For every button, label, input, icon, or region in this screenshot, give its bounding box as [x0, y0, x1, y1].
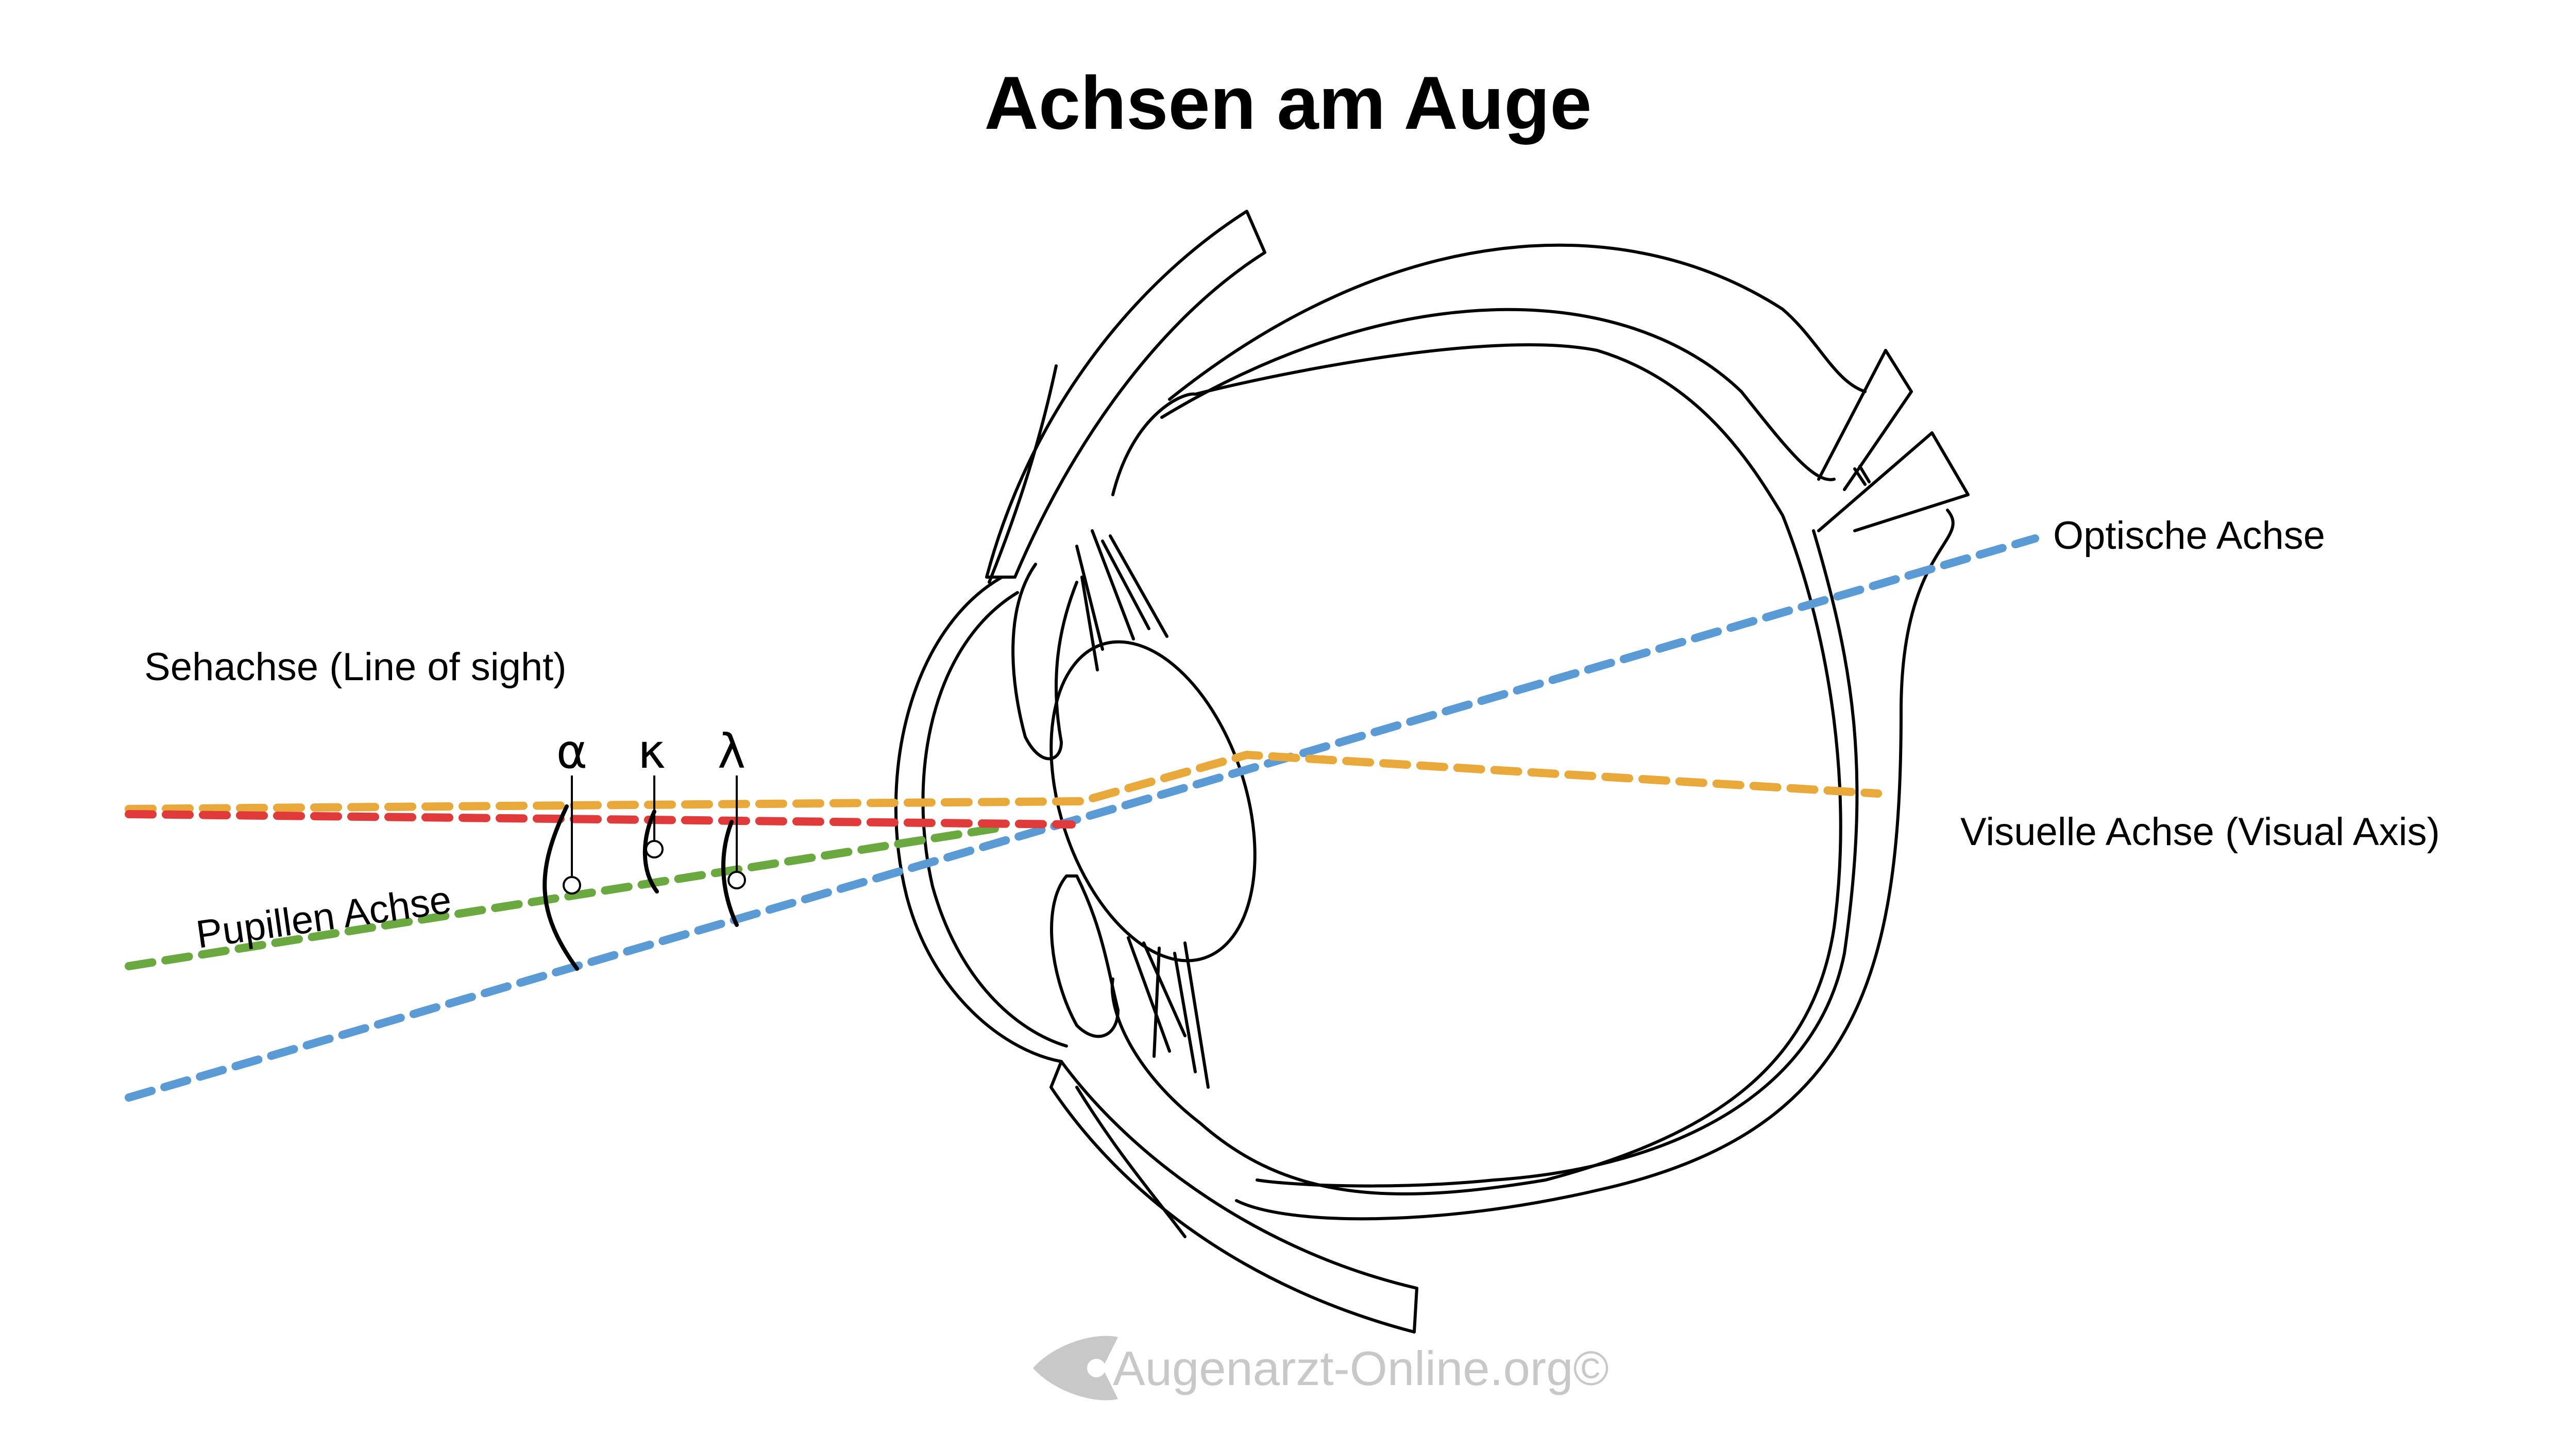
pupil-axis-label: Pupillen Achse [194, 878, 454, 957]
angle-alpha-label: α [556, 724, 588, 779]
iris-upper [1011, 563, 1078, 761]
eye-logo-icon [1033, 1336, 1118, 1401]
lower-eyelid-fold [1075, 1086, 1187, 1238]
lower-eyelid [1049, 1060, 1418, 1334]
kappa-marker [645, 840, 664, 858]
visual-axis-label: Visuelle Achse (Visual Axis) [1960, 810, 2440, 854]
kappa-arc [642, 810, 659, 893]
watermark-text: Augenarzt-Online.org© [1113, 1341, 1609, 1395]
retina [1110, 343, 1842, 1195]
optical-axis-line [125, 534, 2039, 1102]
zonule-fibers-lower [1127, 936, 1210, 1089]
upper-eyelid-fold [988, 364, 1058, 584]
eye-logo-pupil-icon [1087, 1359, 1106, 1377]
lambda-marker [727, 871, 746, 889]
optic-nerve-upper [1817, 349, 1913, 491]
pupil-axis-line [125, 823, 1009, 970]
optical-axis-label: Optische Achse [2053, 514, 2325, 558]
angle-markers: α κ λ [543, 724, 746, 971]
watermark: Augenarzt-Online.org© [1033, 1336, 1609, 1401]
upper-eyelid [985, 210, 1266, 579]
lambda-arc [721, 820, 739, 927]
visual-axis-line [125, 750, 1882, 813]
line-of-sight-line [125, 810, 1076, 829]
alpha-arc [543, 804, 579, 971]
cornea-outer [894, 576, 1063, 1063]
choroid-layer-lower [1256, 529, 1859, 1188]
line-of-sight-label: Sehachse (Line of sight) [144, 645, 567, 689]
sclera-outer [1168, 243, 1867, 401]
optic-nerve-lower [1817, 431, 1970, 532]
choroid-layer [1160, 308, 1836, 481]
optic-disc [1853, 465, 1871, 486]
angle-kappa-label: κ [638, 724, 666, 779]
zonule-fibers-upper [1075, 529, 1168, 671]
sclera-outer-lower [1235, 509, 1955, 1221]
angle-lambda-label: λ [718, 724, 745, 779]
eye-anatomy [894, 210, 1970, 1334]
iris-lower [1050, 874, 1120, 1038]
alpha-marker [563, 876, 581, 895]
axes [125, 534, 2039, 1102]
page-title: Achsen am Auge [984, 61, 1591, 145]
